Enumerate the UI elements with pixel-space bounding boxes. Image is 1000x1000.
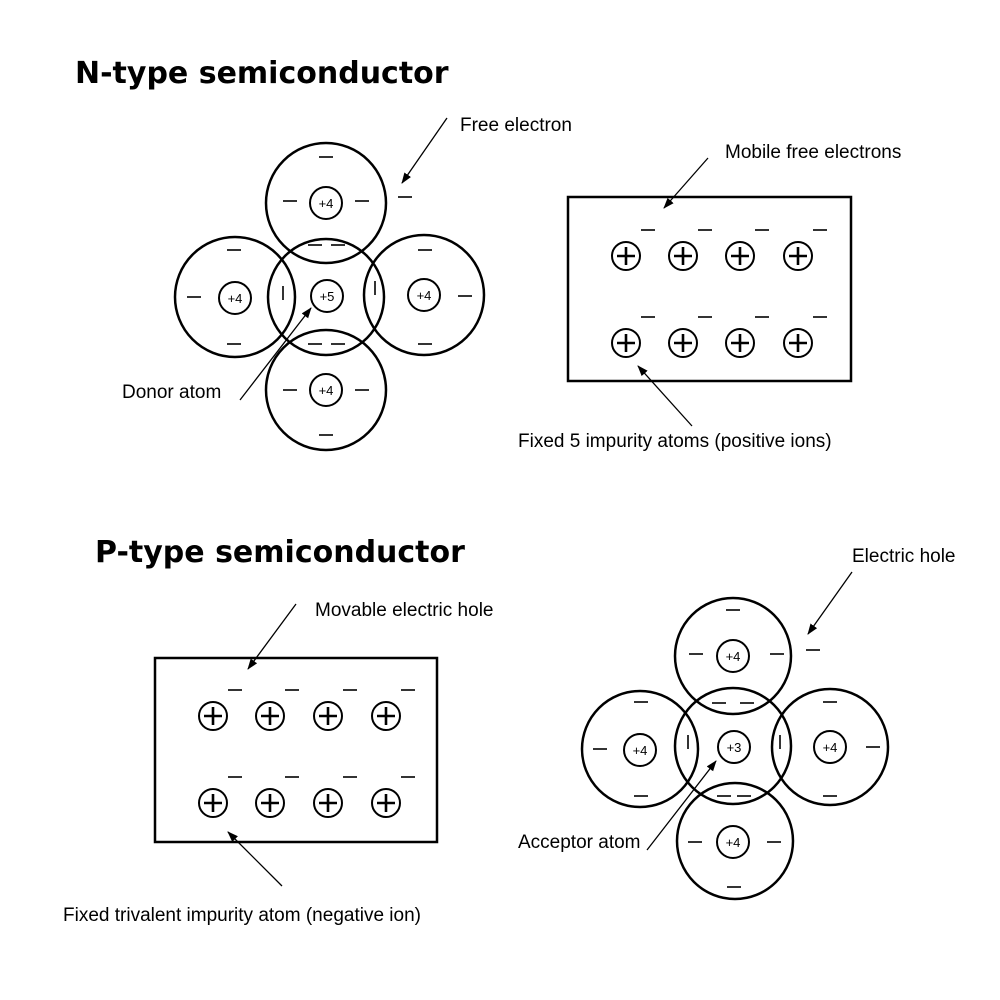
p-movable-hole-arrow: [247, 603, 297, 670]
p-ion-4: [371, 689, 415, 731]
n-type-title: N-type semiconductor: [75, 56, 449, 91]
p-bottom-atom-shell: [675, 781, 795, 901]
n-bottom-nucleus: [309, 373, 343, 407]
n-top-nucleus-label: +4: [319, 196, 334, 211]
n-donor-atom-label: Donor atom: [122, 382, 221, 403]
p-center-nucleus-label: +3: [727, 740, 742, 755]
p-left-atom-shell: [580, 689, 700, 809]
n-bottom-atom-shell: [264, 328, 388, 452]
n-valence-electrons: [187, 156, 472, 436]
n-ion-6: [668, 316, 712, 358]
n-left-nucleus-label: +4: [228, 291, 243, 306]
p-center-atom-shell: [673, 686, 793, 806]
n-right-atom-shell: [362, 233, 486, 357]
n-right-nucleus-label: +4: [417, 288, 432, 303]
p-ion-3: [313, 689, 357, 731]
p-right-atom-shell: [770, 687, 890, 807]
p-right-nucleus: [813, 730, 847, 764]
p-electric-hole-arrow: [807, 571, 853, 635]
p-ion-5: [198, 776, 242, 818]
p-bottom-nucleus-label: +4: [726, 835, 741, 850]
n-free-electron-arrow: [401, 117, 448, 184]
p-fixed-trivalent-arrow: [227, 831, 283, 887]
p-ion-1: [198, 689, 242, 731]
n-type-crystal-box: [566, 195, 853, 383]
n-ion-7: [725, 316, 769, 358]
n-ion-1: [611, 229, 655, 271]
p-top-nucleus: [716, 639, 750, 673]
p-acceptor-atom-arrow: [646, 760, 717, 851]
n-fixed-impurity-label: Fixed 5 impurity atoms (positive ions): [518, 431, 832, 452]
n-mobile-electrons-arrow: [663, 157, 709, 209]
n-free-electron-label: Free electron: [460, 115, 572, 136]
p-type-atom-lattice: +4 +4 +4 +4 +3: [580, 596, 890, 901]
p-bottom-nucleus: [716, 825, 750, 859]
n-ion-4: [783, 229, 827, 271]
p-electric-hole-label: Electric hole: [852, 546, 956, 567]
n-top-atom-shell: [264, 141, 388, 265]
n-center-nucleus-label: +5: [320, 289, 335, 304]
n-top-nucleus: [309, 186, 343, 220]
p-ion-7: [313, 776, 357, 818]
n-fixed-impurity-arrow: [637, 365, 693, 427]
n-right-nucleus: [407, 278, 441, 312]
n-type-atom-lattice: +4 +4 +4 +4 +5: [173, 141, 486, 452]
p-right-nucleus-label: +4: [823, 740, 838, 755]
p-fixed-trivalent-label: Fixed trivalent impurity atom (negative …: [63, 905, 421, 926]
n-ion-8: [783, 316, 827, 358]
n-bottom-nucleus-label: +4: [319, 383, 334, 398]
n-center-donor-nucleus: [310, 279, 344, 313]
n-ion-5: [611, 316, 655, 358]
p-movable-hole-label: Movable electric hole: [315, 600, 493, 621]
p-ion-2: [255, 689, 299, 731]
p-ion-8: [371, 776, 415, 818]
p-left-nucleus: [623, 733, 657, 767]
n-left-nucleus: [218, 281, 252, 315]
p-left-nucleus-label: +4: [633, 743, 648, 758]
p-center-acceptor-nucleus: [717, 730, 751, 764]
p-valence-electrons: [593, 609, 880, 888]
p-top-atom-shell: [673, 596, 793, 716]
n-ion-3: [725, 229, 769, 271]
p-type-crystal-box: [153, 656, 439, 844]
p-acceptor-atom-label: Acceptor atom: [518, 832, 641, 853]
n-center-atom-shell: [266, 237, 386, 357]
n-left-atom-shell: [173, 235, 297, 359]
n-fixed-positive-ions: [611, 229, 827, 358]
p-fixed-ions: [198, 689, 415, 818]
n-mobile-electrons-label: Mobile free electrons: [725, 142, 901, 163]
p-top-nucleus-label: +4: [726, 649, 741, 664]
n-donor-atom-arrow: [239, 307, 312, 401]
p-type-title: P-type semiconductor: [95, 535, 465, 570]
p-ion-6: [255, 776, 299, 818]
n-ion-2: [668, 229, 712, 271]
